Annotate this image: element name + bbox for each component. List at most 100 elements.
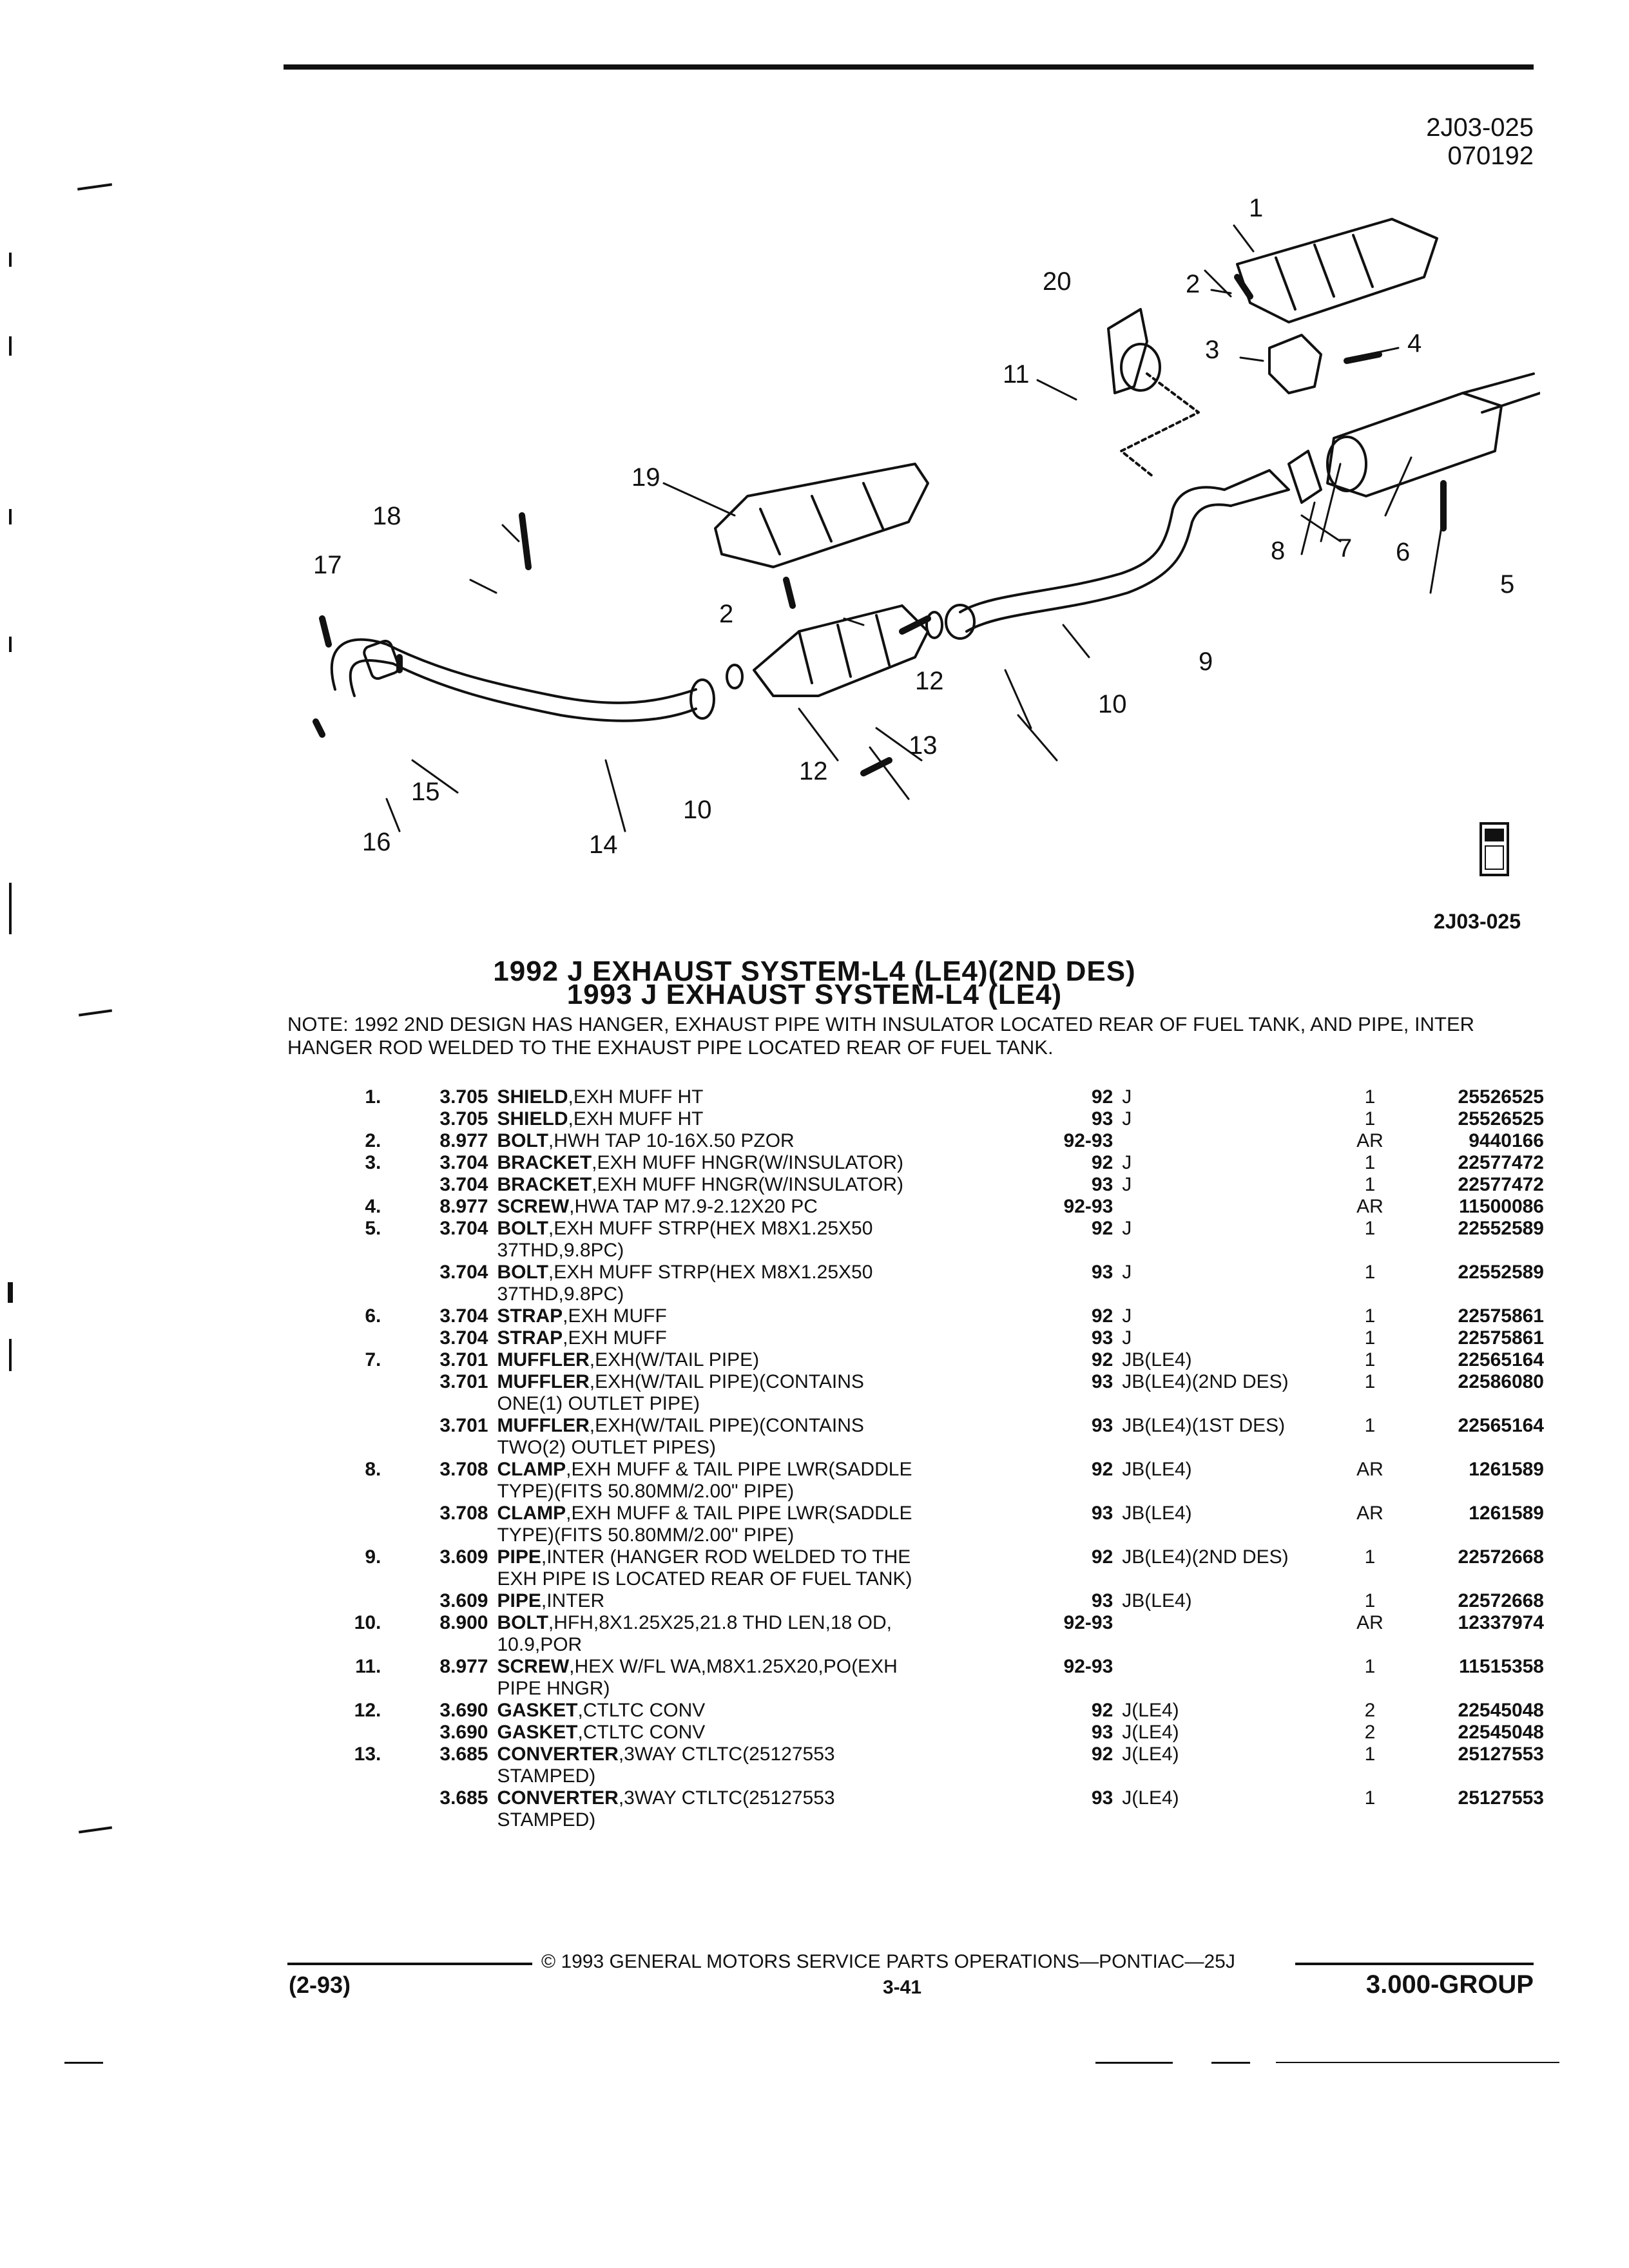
part-name: STRAP	[497, 1327, 563, 1349]
margin-mark	[9, 1339, 12, 1371]
model-year: 93	[1091, 1787, 1113, 1809]
part-detail: ,EXH MUFF HNGR(W/INSULATOR)	[592, 1174, 904, 1195]
group-number: 8.977	[439, 1196, 488, 1217]
group-number: 3.708	[439, 1503, 488, 1524]
model-year: 93	[1091, 1262, 1113, 1283]
series: JB(LE4)(1ST DES)	[1122, 1415, 1286, 1436]
quantity: 1	[1364, 1174, 1376, 1195]
part-detail-continued: PIPE HNGR)	[497, 1678, 610, 1699]
item-number	[287, 1108, 381, 1130]
muffler-end-shape	[1326, 436, 1367, 492]
item-number: 2.	[365, 1130, 381, 1151]
part-description: MUFFLER,EXH(W/TAIL PIPE)	[488, 1349, 1046, 1371]
intermediate-pipe-shape	[959, 486, 1226, 613]
part-description: STRAP,EXH MUFF	[488, 1305, 1046, 1327]
model-year: 93	[1091, 1327, 1113, 1349]
part-number: 11500086	[1459, 1196, 1544, 1217]
part-detail: ,3WAY CTLTC(25127553	[618, 1787, 835, 1809]
callout-label: 18	[372, 502, 401, 530]
header-date-code: 070192	[1447, 142, 1534, 170]
model-year: 93	[1091, 1415, 1113, 1436]
item-number: 4.	[365, 1196, 381, 1217]
part-detail: ,HFH,8X1.25X25,21.8 THD LEN,18 OD,	[548, 1612, 892, 1633]
group-number: 3.705	[439, 1108, 488, 1129]
margin-mark	[9, 336, 12, 356]
group-number: 3.704	[439, 1327, 488, 1349]
callout-label: 2	[719, 600, 733, 628]
model-year: 92	[1091, 1152, 1113, 1173]
part-name: BRACKET	[497, 1174, 592, 1195]
part-name: PIPE	[497, 1590, 541, 1611]
item-number	[287, 1262, 381, 1305]
callout-label: 14	[589, 831, 618, 859]
scan-mark	[1211, 2062, 1250, 2064]
pipe-end-shape	[1223, 469, 1290, 507]
quantity: 1	[1364, 1744, 1376, 1765]
series: J	[1122, 1218, 1132, 1239]
part-detail: ,EXH MUFF HT	[568, 1108, 704, 1129]
part-name: CONVERTER	[497, 1787, 619, 1809]
group-number: 8.977	[439, 1130, 488, 1151]
callout-label: 12	[799, 757, 828, 785]
part-detail: ,HEX W/FL WA,M8X1.25X20,PO(EXH	[569, 1656, 898, 1677]
series: J(LE4)	[1122, 1744, 1179, 1765]
part-description: BOLT,HFH,8X1.25X25,21.8 THD LEN,18 OD,10…	[488, 1612, 1046, 1656]
group-number: 3.704	[439, 1218, 488, 1239]
part-detail-continued: 37THD,9.8PC)	[497, 1240, 624, 1261]
model-year: 93	[1091, 1722, 1113, 1743]
quantity: 1	[1364, 1590, 1376, 1611]
callout-label: 10	[683, 796, 712, 824]
part-number: 22572668	[1458, 1590, 1544, 1611]
group-number: 8.900	[439, 1612, 488, 1633]
part-name: BOLT	[497, 1218, 548, 1239]
part-name: CLAMP	[497, 1503, 566, 1524]
part-number: 11515358	[1459, 1656, 1544, 1677]
leader-line	[385, 224, 1445, 832]
converter-shape	[753, 604, 929, 697]
series: JB(LE4)(2ND DES)	[1122, 1371, 1289, 1392]
quantity: 1	[1364, 1371, 1376, 1392]
series: J	[1122, 1108, 1132, 1129]
part-description: BRACKET,EXH MUFF HNGR(W/INSULATOR)	[488, 1152, 1046, 1174]
item-number: 9.	[365, 1546, 381, 1568]
series: J	[1122, 1086, 1132, 1108]
callout-label: 3	[1205, 336, 1219, 364]
header-code: 2J03-025	[1426, 113, 1534, 142]
catalog-symbol-icon	[1480, 822, 1509, 876]
clamp-shape	[1287, 450, 1322, 504]
item-number	[287, 1174, 381, 1196]
muffler-heat-shield-shape	[1236, 218, 1438, 323]
part-name: BOLT	[497, 1612, 548, 1633]
series	[1113, 1656, 1350, 1700]
item-number: 7.	[365, 1349, 381, 1370]
gasket-shape	[689, 678, 715, 720]
quantity: AR	[1356, 1196, 1383, 1217]
part-detail-continued: EXH PIPE IS LOCATED REAR OF FUEL TANK)	[497, 1568, 912, 1590]
scan-mark	[1276, 2062, 1559, 2063]
group-number: 3.609	[439, 1546, 488, 1568]
series: J	[1122, 1152, 1132, 1173]
top-rule	[284, 64, 1534, 70]
group-number: 8.977	[439, 1656, 488, 1677]
part-number: 22577472	[1458, 1174, 1544, 1195]
shield-rib-shape	[1275, 234, 1374, 311]
part-detail: ,EXH(W/TAIL PIPE)	[589, 1349, 760, 1370]
quantity: 1	[1364, 1656, 1376, 1677]
group-number: 3.708	[439, 1459, 488, 1480]
quantity: 1	[1364, 1262, 1376, 1283]
series: J	[1122, 1305, 1132, 1327]
series: J	[1122, 1262, 1132, 1283]
